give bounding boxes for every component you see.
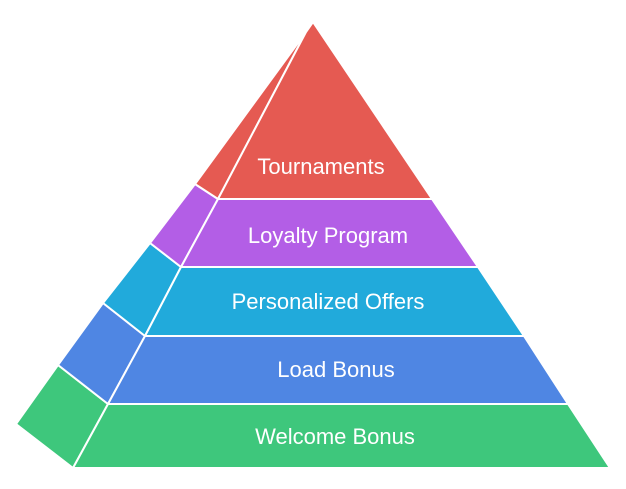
layer-label: Loyalty Program	[248, 223, 408, 248]
layer-label: Load Bonus	[277, 357, 394, 382]
pyramid-layer-personalized-offers: Personalized Offers	[102, 242, 525, 337]
layer-front-face	[217, 21, 433, 200]
pyramid-layer-welcome-bonus: Welcome Bonus	[15, 364, 611, 469]
layer-label: Welcome Bonus	[255, 424, 415, 449]
pyramid-layer-load-bonus: Load Bonus	[57, 302, 569, 405]
layer-label: Personalized Offers	[232, 289, 425, 314]
pyramid-layer-tournaments: Tournaments	[194, 21, 433, 200]
layer-label: Tournaments	[257, 154, 384, 179]
